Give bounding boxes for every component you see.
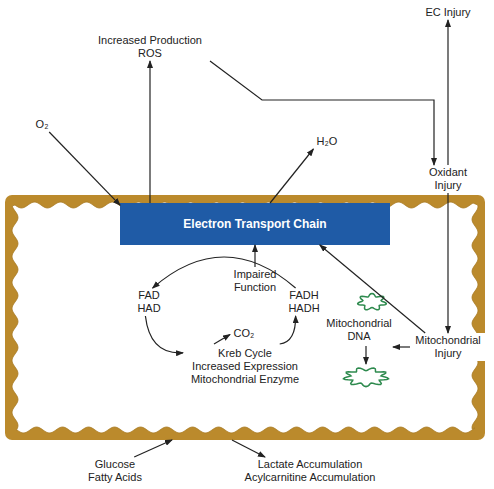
node-label: Kreb Cycle: [218, 347, 272, 360]
substrate-label: Glucose Fatty Acids: [83, 457, 147, 485]
effect-label: Oxidant Injury: [420, 165, 476, 193]
product-label: Lactate Accumulation Acylcarnitine Accum…: [235, 457, 385, 485]
effect-label: EC Injury: [416, 4, 480, 20]
effect-label: Mitochondrial Injury: [410, 333, 486, 361]
node-label: Mitochondrial DNA: [325, 317, 393, 343]
node-label: EC Injury: [425, 6, 470, 19]
arrow-connector: [254, 245, 255, 267]
mitochondrion-membrane: [5, 195, 485, 440]
cofactor-label: FAD HAD: [131, 288, 167, 316]
dna-loop: [358, 294, 387, 310]
node-label: Lactate Accumulation Acylcarnitine Accum…: [235, 458, 385, 484]
node-label: Increased Production ROS: [90, 34, 210, 60]
product-label: CO₂: [230, 325, 258, 341]
arrow-connector: [447, 20, 448, 165]
arrow-connector: [393, 346, 410, 347]
node-label: Increased Expression Mitochondrial Enzym…: [183, 360, 307, 386]
cycle-label: Kreb CycleIncreased Expression Mitochond…: [183, 344, 307, 388]
arrow-connector: [210, 61, 434, 165]
arrow-connector: [153, 257, 296, 288]
arrow-connector: [134, 440, 172, 457]
product-label: H₂O: [310, 133, 344, 149]
arrow-connector: [145, 316, 183, 353]
mitochondrion: Electron Transport ChainImpaired Functio…: [5, 195, 485, 440]
state-label: Impaired Function: [220, 267, 290, 295]
dna-loop: [344, 368, 389, 387]
cofactor-label: FADH HADH: [283, 288, 325, 316]
arrow-connector: [270, 149, 313, 203]
transport-chain-bar: Electron Transport Chain: [120, 203, 390, 245]
arrow-connector: [214, 335, 230, 344]
substrate-label: O₂: [30, 116, 54, 132]
arrow-connector: [232, 440, 265, 457]
node-label: H₂O: [317, 135, 338, 148]
node-label: CO₂: [234, 327, 255, 340]
arrow-connector: [320, 245, 425, 333]
effect-label: Increased Production ROS: [90, 33, 210, 61]
dna-group: Mitochondrial DNA: [325, 290, 393, 385]
inner-membrane: [12, 202, 478, 433]
node-label: Impaired Function: [220, 268, 290, 294]
arrow-connector: [447, 193, 448, 333]
arrow-connector: [49, 132, 120, 205]
node-label: Mitochondrial Injury: [410, 334, 486, 360]
arrow-connector: [149, 61, 150, 203]
node-label: Electron Transport Chain: [183, 217, 326, 231]
node-label: FAD HAD: [131, 289, 167, 315]
node-label: FADH HADH: [283, 289, 325, 315]
arrow: [365, 346, 366, 364]
node-label: Oxidant Injury: [420, 166, 476, 192]
node-label: O₂: [36, 118, 49, 131]
node-label: Glucose Fatty Acids: [83, 458, 147, 484]
arrow-connector: [280, 316, 296, 344]
